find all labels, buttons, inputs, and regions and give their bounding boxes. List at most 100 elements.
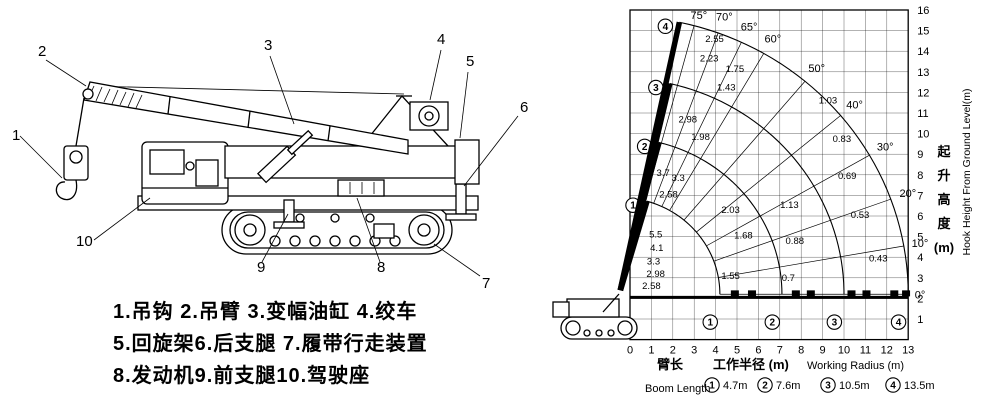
load-value: 1.03 (819, 96, 838, 107)
boom-tip-number: 3 (653, 83, 659, 94)
x-axis-title-cn: 工作半径 (m) (713, 357, 789, 372)
load-value: 2.58 (659, 189, 678, 200)
y-tick-label: 11 (917, 108, 928, 120)
boom-section-joint (247, 110, 251, 129)
ground-pad (747, 290, 756, 297)
legend-line-3: 8.发动机9.前支腿10.驾驶座 (113, 365, 371, 387)
x-tick-label: 13 (902, 345, 914, 357)
callout-line-10 (93, 197, 151, 241)
boom-hatch (111, 89, 119, 105)
x-tick-label: 0 (627, 345, 633, 357)
callout-line-7 (433, 243, 481, 277)
road-wheel (309, 235, 321, 247)
mini-cab (552, 301, 570, 318)
y-axis-title-cn-char: 度 (937, 216, 951, 231)
callout-number-9: 9 (257, 259, 265, 276)
load-value: 2.55 (705, 34, 724, 45)
callout-line-2 (45, 59, 87, 87)
y-axis-title-cn-unit: (m) (934, 240, 954, 255)
boom-section-joint (167, 96, 171, 115)
crane-line-drawing: 1 2 3 4 5 6 7 8 9 10 (12, 31, 528, 292)
y-axis-title-cn-char: 升 (937, 168, 950, 183)
y-tick-label: 15 (917, 26, 929, 38)
ground-marker-number: 3 (832, 318, 838, 329)
legend-number: 2 (762, 381, 768, 392)
boom-hatch (119, 91, 127, 106)
mini-wheel (595, 329, 603, 337)
load-value: 0.43 (869, 253, 888, 264)
load-value: 0.88 (786, 236, 805, 247)
mini-wheel (607, 329, 615, 337)
load-value: 3.3 (647, 256, 660, 267)
angle-label: 30° (877, 141, 894, 153)
legend-boom-length: 13.5m (904, 380, 935, 392)
boom-head-sheave (82, 88, 94, 100)
idler-hub (243, 223, 257, 237)
boom-hatch (135, 94, 143, 109)
y-tick-label: 10 (917, 129, 929, 141)
y-tick-label: 5 (917, 232, 923, 244)
callout-line-4 (429, 49, 442, 101)
callout-number-4: 4 (437, 31, 445, 48)
angle-label: 75° (690, 10, 707, 22)
load-value: 0.69 (838, 171, 857, 182)
reach-arc (658, 141, 783, 295)
x-axis-boom-label-en: Boom Length (645, 383, 710, 395)
angle-label: 10° (912, 238, 929, 250)
angle-label: 50° (808, 63, 825, 75)
plot-border (629, 9, 909, 341)
ground-pad (806, 290, 815, 297)
angle-line (661, 42, 742, 207)
angle-line (696, 115, 841, 233)
ground-pad (791, 290, 800, 297)
x-tick-label: 8 (798, 345, 804, 357)
travel-gearbox (373, 223, 395, 239)
boom-bar (617, 21, 683, 291)
callout-number-5: 5 (466, 53, 474, 70)
callout-line-1 (19, 135, 63, 179)
hoist-winch (409, 101, 449, 131)
x-axis-boom-label-cn: 臂长 (657, 357, 684, 372)
angle-label: 60° (765, 33, 782, 45)
angle-line (706, 154, 870, 247)
driver-seat (195, 159, 219, 187)
ground-pad (862, 290, 871, 297)
ground-marker (764, 314, 781, 330)
x-tick-label: 7 (777, 345, 783, 357)
ground-pad (730, 290, 739, 297)
ground-pad (902, 290, 911, 297)
load-value: 2.98 (679, 114, 698, 125)
cab-window (149, 149, 185, 175)
hoist-rope (89, 85, 405, 95)
mini-body (566, 298, 620, 318)
road-wheel (289, 235, 301, 247)
x-tick-label: 5 (734, 345, 740, 357)
y-tick-label: 1 (917, 314, 923, 326)
counterweight (454, 139, 480, 185)
hook-assembly (55, 97, 89, 201)
y-axis-title-cn-char: 高 (937, 192, 950, 207)
load-value: 2.98 (646, 269, 665, 280)
hook (55, 179, 78, 201)
ground-marker-number: 2 (770, 318, 776, 329)
rear-outrigger-pad (445, 213, 477, 221)
angle-label: 70° (716, 11, 733, 23)
angle-line (718, 245, 904, 278)
callout-number-2: 2 (38, 43, 46, 60)
engine (337, 179, 385, 197)
x-tick-label: 12 (881, 345, 893, 357)
load-value: 1.68 (734, 231, 753, 242)
mini-sprocket (617, 320, 633, 336)
parts-legend: 1.吊钩 2.吊臂 3.变幅油缸 4.绞车 5.回旋架6.后支腿 7.履带行走装… (113, 296, 428, 392)
y-axis-title-cn-char: 起 (936, 144, 951, 159)
boom-tip-number: 2 (642, 142, 648, 153)
boom-tip-marker (657, 18, 674, 35)
road-wheel (349, 235, 361, 247)
cylinder-rod (286, 129, 314, 156)
y-tick-label: 16 (917, 5, 929, 17)
reach-arc (669, 82, 845, 295)
load-value: 2.03 (721, 205, 740, 216)
callouts: 1 2 3 4 5 6 7 8 9 10 (12, 31, 528, 292)
luffing-cylinder (256, 129, 314, 184)
reach-arc (679, 21, 909, 295)
